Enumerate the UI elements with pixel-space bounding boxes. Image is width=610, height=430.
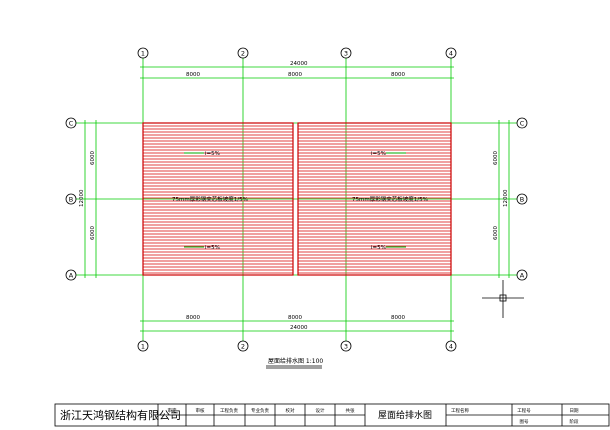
axis-bubble-2-top xyxy=(237,47,249,59)
axis-bubble-1-top xyxy=(137,47,149,59)
axis-bubble-1-bottom xyxy=(137,340,149,352)
axis-label-3-bottom: 3 xyxy=(344,343,348,351)
tb-cell-1: 审定 xyxy=(168,407,177,414)
right-span-dim-2: 6000 xyxy=(493,226,499,240)
axis-bubble-c-left xyxy=(65,117,77,129)
roof-panel-left-ribs xyxy=(143,125,293,274)
project-label: 工程名称 xyxy=(451,407,469,414)
right-total-dim: 12000 xyxy=(503,189,509,207)
right-span-dim-1: 6000 xyxy=(493,151,499,165)
bottom-span-dim-1: 8000 xyxy=(186,315,200,321)
slope-label-left-bottom: i=5% xyxy=(205,245,220,251)
axis-bubble-b-left xyxy=(65,193,77,205)
axis-bubble-c-right xyxy=(516,117,528,129)
drawing-title: 屋面给排水图 1:100 xyxy=(268,357,323,365)
roof-note-left: 75mm厚彩钢夹芯板坡度1/5% xyxy=(172,195,248,203)
bottom-total-dim: 24000 xyxy=(290,325,308,331)
bottom-span-dim-3: 8000 xyxy=(391,315,405,321)
top-total-dim: 24000 xyxy=(290,61,308,67)
slope-label-left-top: i=5% xyxy=(205,151,220,157)
axis-bubble-a-right xyxy=(516,269,528,281)
axis-bubble-a-left xyxy=(65,269,77,281)
axis-label-4-top: 4 xyxy=(449,50,453,58)
slope-label-right-bottom: i=5% xyxy=(371,245,386,251)
top-span-dim-3: 8000 xyxy=(391,72,405,78)
cursor-crosshair-box xyxy=(499,294,507,302)
roof-note-right: 75mm厚彩钢夹芯板坡度1/5% xyxy=(352,195,428,203)
axis-label-c-right: C xyxy=(520,120,525,128)
axis-label-2-bottom: 2 xyxy=(241,343,245,351)
top-span-dim-2: 8000 xyxy=(288,72,302,78)
drawing-name: 屋面给排水图 xyxy=(378,409,432,421)
axis-bubble-2-bottom xyxy=(237,340,249,352)
slope-label-right-top: i=5% xyxy=(371,151,386,157)
tb-cell-7: 共张 xyxy=(346,407,355,414)
roof-panel-right-ribs xyxy=(298,125,451,274)
axis-bubble-3-top xyxy=(340,47,352,59)
axis-label-1-bottom: 1 xyxy=(141,343,145,351)
bottom-span-dim-2: 8000 xyxy=(288,315,302,321)
tb-cell-2: 审核 xyxy=(196,407,205,414)
axis-bubble-4-bottom xyxy=(445,340,457,352)
axis-label-b-left: B xyxy=(69,196,73,204)
tb-cell-4: 专业负责 xyxy=(251,407,269,414)
roof-panel-left xyxy=(142,122,294,276)
roof-panel-right xyxy=(297,122,452,276)
tb-cell-3: 工程负责 xyxy=(220,407,238,414)
tb-cell-6: 设计 xyxy=(316,407,325,414)
axis-label-1-top: 1 xyxy=(141,50,145,58)
stage-label: 阶段 xyxy=(570,418,579,425)
axis-bubble-b-right xyxy=(516,193,528,205)
tb-cell-5: 校对 xyxy=(286,407,295,414)
project-no-label: 工程号 xyxy=(517,407,531,414)
left-span-dim-1: 6000 xyxy=(90,151,96,165)
left-span-dim-2: 6000 xyxy=(90,226,96,240)
axis-label-3-top: 3 xyxy=(344,50,348,58)
top-span-dim-1: 8000 xyxy=(186,72,200,78)
axis-label-a-right: A xyxy=(520,272,525,280)
axis-label-b-right: B xyxy=(520,196,524,204)
axis-bubble-3-bottom xyxy=(340,340,352,352)
company-name: 浙江天鸿钢结构有限公司 xyxy=(60,408,181,422)
axis-label-c-left: C xyxy=(69,120,74,128)
axis-bubble-4-top xyxy=(445,47,457,59)
axis-label-2-top: 2 xyxy=(241,50,245,58)
date-label: 日期 xyxy=(570,408,579,414)
axis-label-4-bottom: 4 xyxy=(449,343,453,351)
left-total-dim: 12000 xyxy=(79,189,85,207)
axis-label-a-left: A xyxy=(69,272,74,280)
drawing-no-label: 图号 xyxy=(520,419,529,425)
